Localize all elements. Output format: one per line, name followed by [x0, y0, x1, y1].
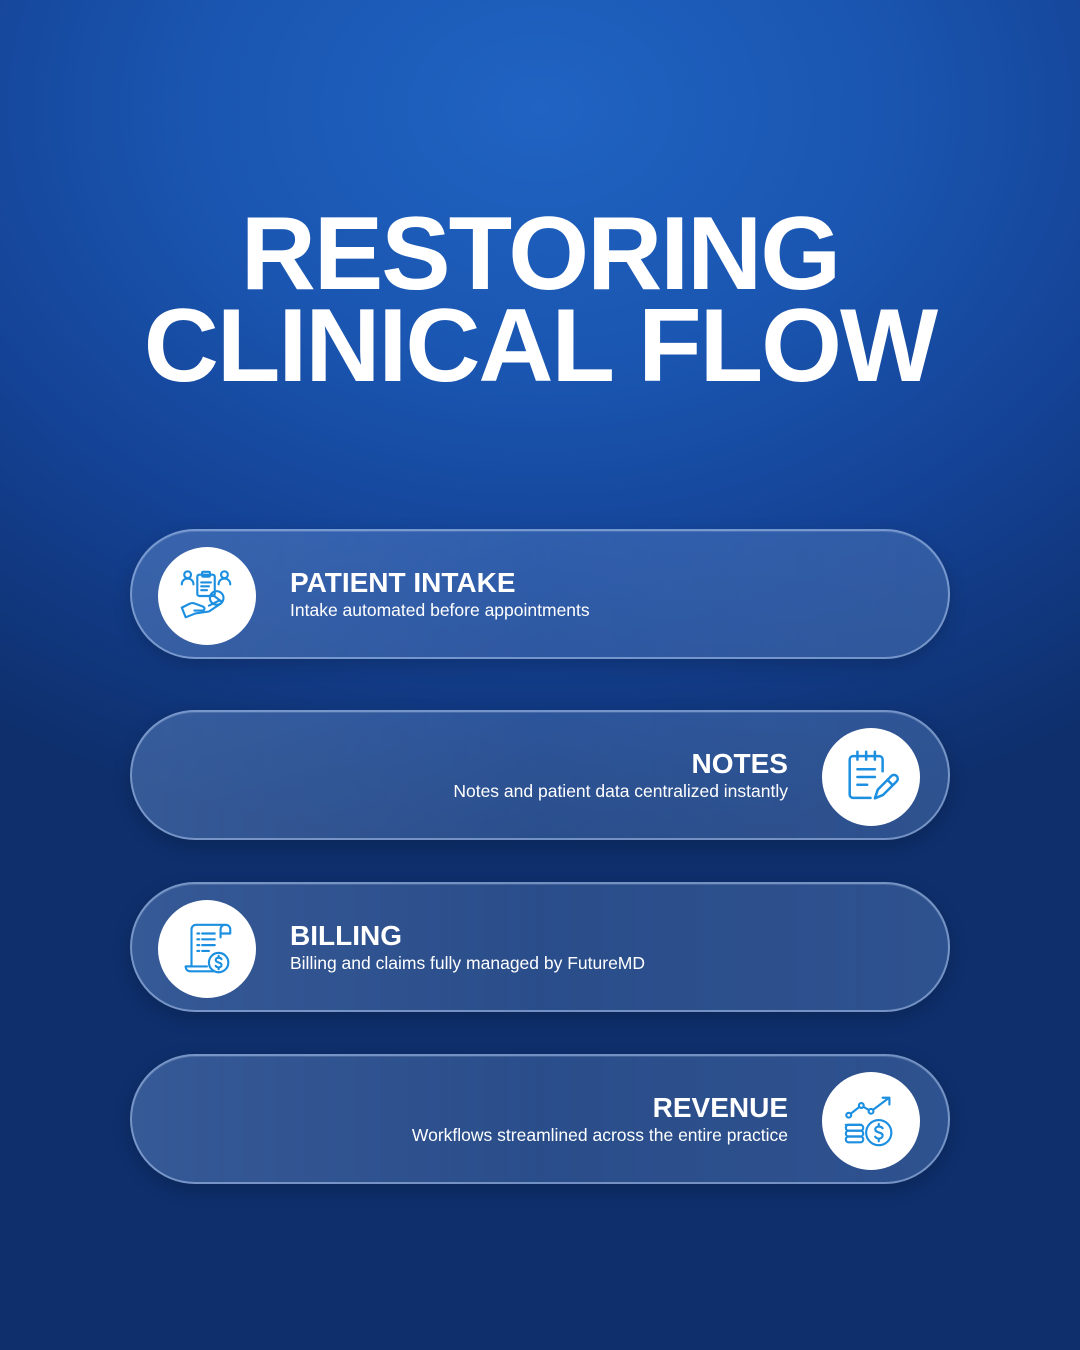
- feature-description: Billing and claims fully managed by Futu…: [290, 953, 646, 973]
- feature-text: BILLING Billing and claims fully managed…: [290, 920, 645, 974]
- feature-heading: NOTES: [691, 748, 788, 779]
- feature-text: NOTES Notes and patient data centralized…: [453, 748, 788, 802]
- billing-icon: [158, 900, 256, 998]
- feature-description: Workflows streamlined across the entire …: [411, 1125, 788, 1145]
- feature-description: Notes and patient data centralized insta…: [453, 781, 788, 801]
- feature-card-patient-intake: PATIENT INTAKE Intake automated before a…: [130, 529, 950, 659]
- feature-card-billing: BILLING Billing and claims fully managed…: [130, 882, 950, 1012]
- feature-heading: BILLING: [290, 920, 402, 951]
- notes-icon: [822, 728, 920, 826]
- revenue-icon: [822, 1072, 920, 1170]
- title-line-1: RESTORING: [240, 196, 841, 312]
- feature-card-notes: NOTES Notes and patient data centralized…: [130, 710, 950, 840]
- feature-heading: REVENUE: [652, 1092, 788, 1123]
- title-line-2: CLINICAL FLOW: [143, 288, 938, 404]
- feature-card-revenue: REVENUE Workflows streamlined across the…: [130, 1054, 950, 1184]
- feature-text: PATIENT INTAKE Intake automated before a…: [290, 567, 590, 621]
- feature-description: Intake automated before appointments: [290, 600, 590, 620]
- feature-text: REVENUE Workflows streamlined across the…: [412, 1092, 788, 1146]
- patient-intake-icon: [158, 547, 256, 645]
- page-title: RESTORING CLINICAL FLOW: [0, 196, 1080, 404]
- feature-heading: PATIENT INTAKE: [290, 567, 516, 598]
